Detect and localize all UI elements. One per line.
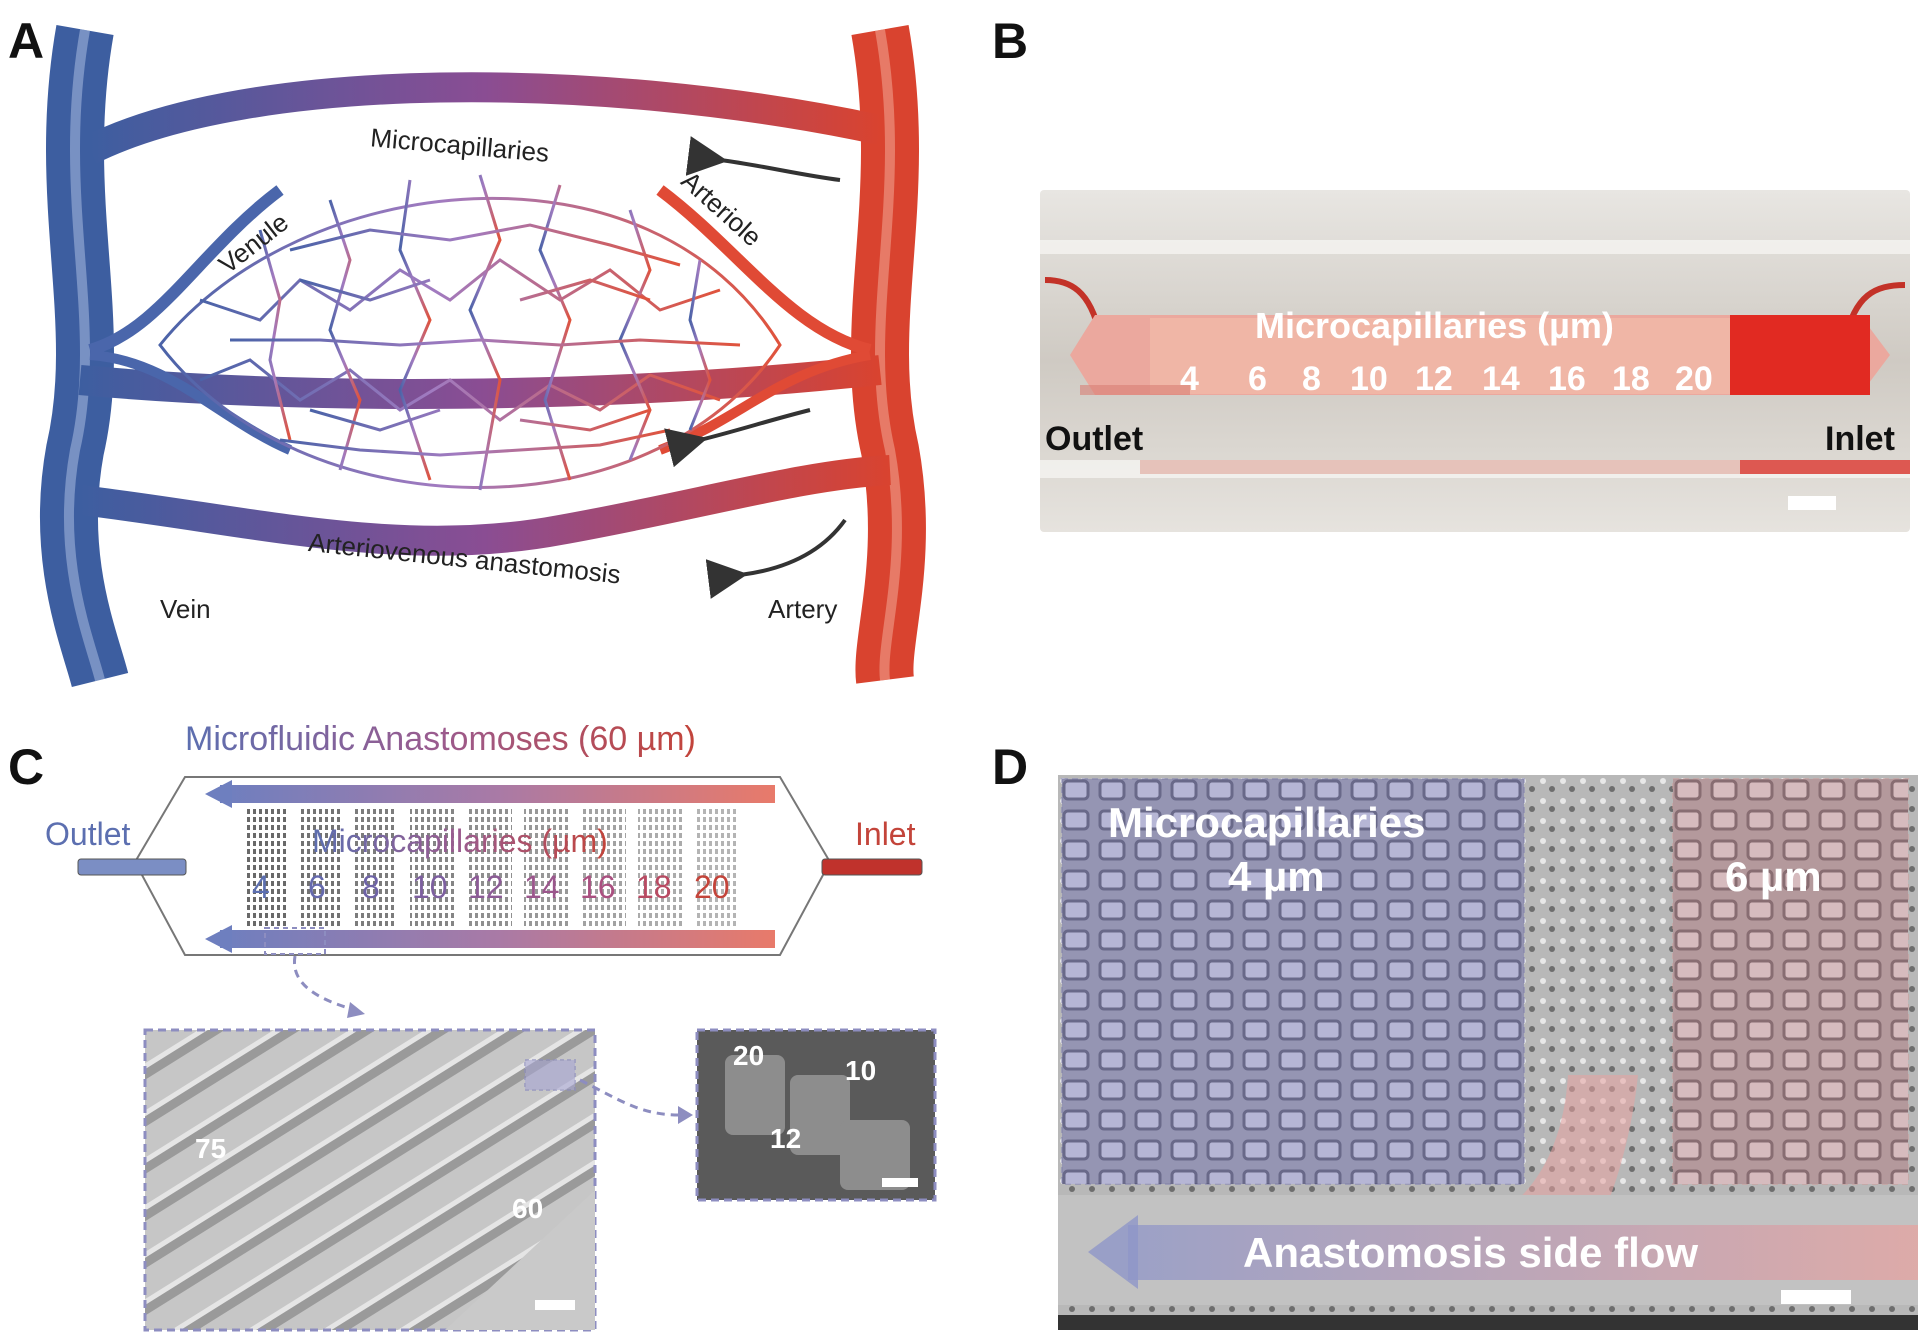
c-outlet-label: Outlet <box>45 816 130 852</box>
zoom-spacing-label: 10 <box>845 1055 876 1086</box>
b-size-label: 14 <box>1482 360 1520 398</box>
b-size-label: 20 <box>1675 360 1713 398</box>
panel-letter-c: C <box>8 739 45 795</box>
sem-image: 75 60 <box>143 1028 597 1332</box>
sem-zoom-image: 20 10 12 <box>695 1028 937 1202</box>
region-4um <box>1062 779 1524 1184</box>
c-inlet-label: Inlet <box>855 816 916 852</box>
b-inlet-label: Inlet <box>1825 420 1895 458</box>
c-size-label: 12 <box>468 869 504 905</box>
panel-letter-d: D <box>992 739 1029 795</box>
b-size-labels: 4 6 8 10 12 14 16 18 20 <box>1180 360 1713 398</box>
panel-letter-a: A <box>8 13 45 69</box>
label-artery: Artery <box>768 594 837 624</box>
zoom-length-label: 20 <box>733 1040 764 1071</box>
device-schematic: Microfluidic Anastomoses (60 µm) Outlet … <box>45 720 937 1332</box>
label-microcapillaries: Microcapillaries <box>369 122 550 168</box>
sem-gap-label: 75 <box>195 1133 226 1164</box>
microscopy-image: Microcapillaries 4 µm 6 µm Anastomosis s… <box>1058 775 1918 1330</box>
d-region-left-line1: Microcapillaries <box>1108 799 1425 846</box>
c-size-label: 10 <box>412 869 448 905</box>
zoom-width-label: 12 <box>770 1123 801 1154</box>
panel-letter-b: B <box>992 13 1029 69</box>
b-size-label: 4 <box>1180 360 1199 398</box>
c-size-label: 8 <box>362 869 380 905</box>
b-size-label: 12 <box>1415 360 1453 398</box>
d-region-left-line2: 4 µm <box>1228 853 1325 900</box>
d-flow-label: Anastomosis side flow <box>1243 1229 1698 1276</box>
arteriovenous-anastomosis <box>78 455 891 556</box>
c-size-label: 14 <box>524 869 560 905</box>
capillary-network <box>158 174 782 491</box>
c-size-label: 16 <box>580 869 616 905</box>
inlet-tube <box>821 858 923 876</box>
c-size-label: 6 <box>308 869 326 905</box>
d-region-right: 6 µm <box>1725 853 1822 900</box>
sem-channel-label: 60 <box>512 1193 543 1224</box>
b-size-label: 6 <box>1248 360 1267 398</box>
c-title: Microfluidic Anastomoses (60 µm) <box>185 720 696 758</box>
b-title: Microcapillaries (µm) <box>1255 305 1614 346</box>
c-size-label: 4 <box>252 869 270 905</box>
device-photograph: Microcapillaries (µm) 4 6 8 10 12 14 16 … <box>1040 190 1910 532</box>
b-outlet-label: Outlet <box>1045 420 1143 458</box>
label-vein: Vein <box>160 594 211 624</box>
c-size-labels: 4 6 8 10 12 14 16 18 20 <box>252 869 730 905</box>
vascular-network-illustration: Microcapillaries Venule Arteriole Arteri… <box>40 24 926 688</box>
b-size-label: 10 <box>1350 360 1388 398</box>
c-size-label: 20 <box>694 869 730 905</box>
b-size-label: 16 <box>1548 360 1586 398</box>
pillar-columns <box>245 808 737 926</box>
outlet-tube <box>77 858 187 876</box>
b-size-label: 18 <box>1612 360 1650 398</box>
region-6um <box>1673 779 1908 1184</box>
c-size-label: 18 <box>636 869 672 905</box>
c-subtitle: Microcapillaries (µm) <box>312 823 608 859</box>
b-size-label: 8 <box>1302 360 1321 398</box>
